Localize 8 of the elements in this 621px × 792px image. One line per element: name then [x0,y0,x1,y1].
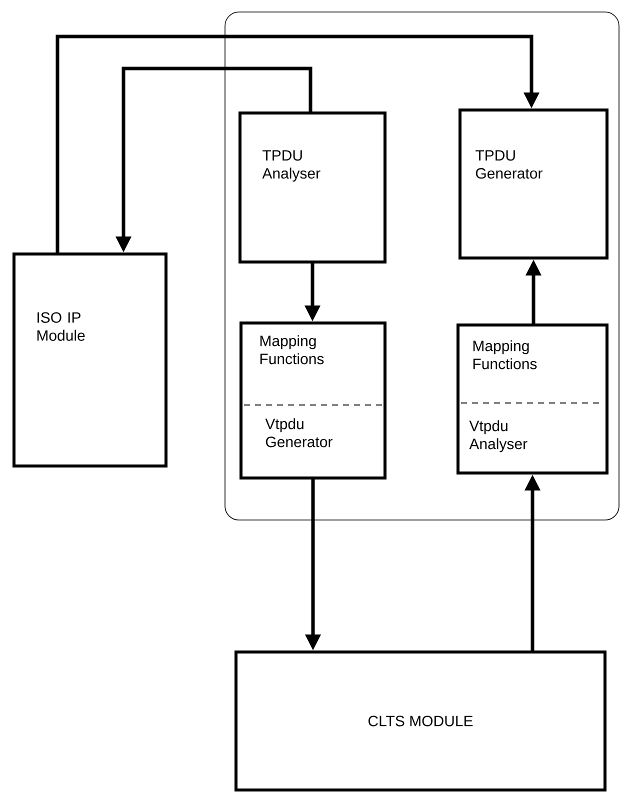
arrow [56,34,540,252]
process-box: TPDU Analyser [238,112,386,264]
process-box: ISO IP Module [12,252,168,468]
split-box: Mapping Functions Vtpdu Generator [240,322,386,480]
split-box: Mapping Functions Vtpdu Analyser [456,324,608,474]
module-box: CLTS MODULE [234,650,606,792]
group-frame [224,12,620,520]
process-box: TPDU Generator [458,108,608,260]
